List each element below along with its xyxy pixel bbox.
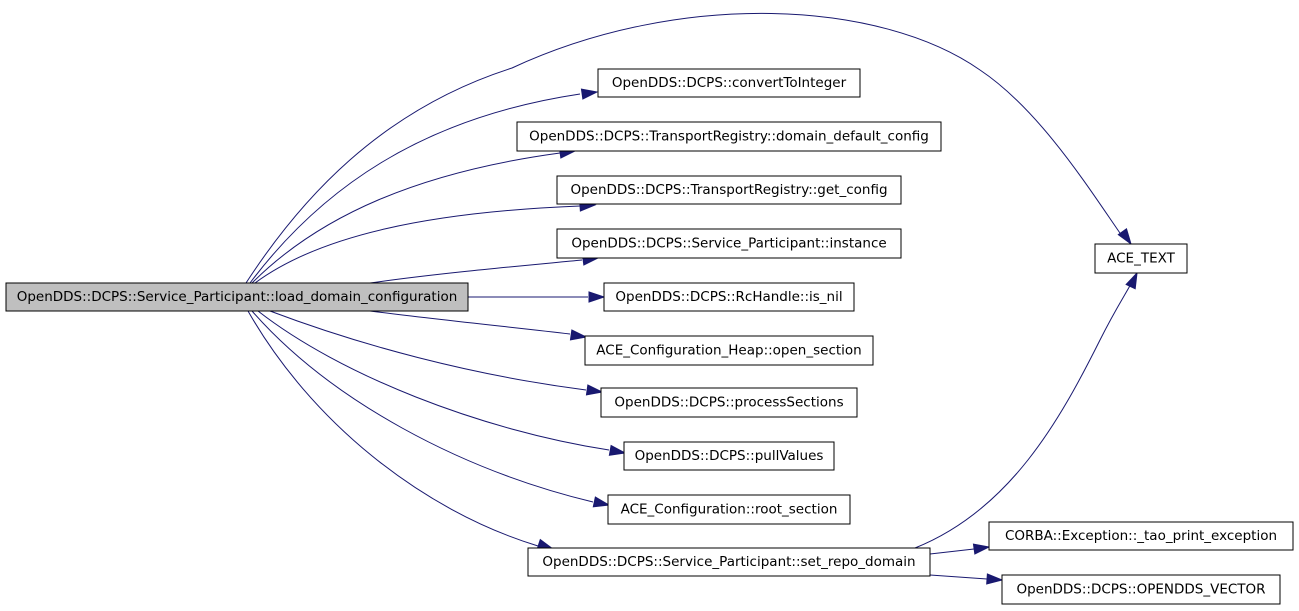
edge-line <box>914 281 1133 549</box>
edge-root-to-open_section <box>369 310 588 341</box>
edge-line <box>249 93 581 284</box>
edge-line <box>251 310 594 503</box>
node-label: OpenDDS::DCPS::TransportRegistry::get_co… <box>570 182 887 198</box>
node-label: OpenDDS::DCPS::convertToInteger <box>612 75 847 91</box>
edge-line <box>254 205 581 284</box>
arrowhead-icon <box>972 543 991 555</box>
edge-line <box>251 152 561 284</box>
edge-root-to-ace_text <box>245 12 1132 284</box>
node-label: ACE_TEXT <box>1107 251 1175 267</box>
arrowhead-icon <box>580 88 599 100</box>
edge-root-to-set_repo_domain <box>247 310 555 550</box>
node-label: ACE_Configuration_Heap::open_section <box>596 343 861 359</box>
node-ace-text[interactable]: ACE_TEXT <box>1094 243 1188 274</box>
edge-line <box>269 310 587 391</box>
node-domain-default-config[interactable]: OpenDDS::DCPS::TransportRegistry::domain… <box>516 121 942 152</box>
arrowhead-icon <box>588 291 606 303</box>
arrowhead-icon <box>608 444 627 456</box>
node-convert-to-integer[interactable]: OpenDDS::DCPS::convertToInteger <box>597 68 861 98</box>
node-label: ACE_Configuration::root_section <box>621 502 838 518</box>
node-label: OpenDDS::DCPS::Service_Participant::inst… <box>571 236 886 252</box>
node-process-sections[interactable]: OpenDDS::DCPS::processSections <box>600 387 858 418</box>
edge-set_repo_domain-to-tao_print_exception <box>929 543 991 555</box>
arrowhead-icon <box>585 384 604 396</box>
node-label: OpenDDS::DCPS::processSections <box>614 395 843 411</box>
edge-root-to-domain_default_config <box>251 147 577 284</box>
edge-root-to-pullValues <box>257 310 627 456</box>
edge-root-to-processSections <box>269 310 604 396</box>
edge-root-to-convertToInteger <box>249 88 599 284</box>
arrowhead-icon <box>592 496 611 508</box>
node-tao-print-exception[interactable]: CORBA::Exception::_tao_print_exception <box>988 521 1294 551</box>
edge-line <box>257 310 610 451</box>
node-set-repo-domain[interactable]: OpenDDS::DCPS::Service_Participant::set_… <box>527 547 931 577</box>
node-pull-values[interactable]: OpenDDS::DCPS::pullValues <box>623 441 835 471</box>
edge-set_repo_domain-to-ace_text <box>914 271 1138 549</box>
edge-line <box>369 310 571 335</box>
edge-line <box>929 574 988 580</box>
edge-root-to-get_config <box>254 200 597 284</box>
node-opendds-vector[interactable]: OpenDDS::DCPS::OPENDDS_VECTOR <box>1001 574 1281 605</box>
node-label: OpenDDS::DCPS::pullValues <box>635 448 824 464</box>
node-label: OpenDDS::DCPS::OPENDDS_VECTOR <box>1016 582 1265 598</box>
edge-root-to-root_section <box>251 310 611 508</box>
node-label: OpenDDS::DCPS::TransportRegistry::domain… <box>529 129 929 145</box>
edge-line <box>369 259 583 284</box>
node-is-nil[interactable]: OpenDDS::DCPS::RcHandle::is_nil <box>603 282 855 312</box>
node-get-config[interactable]: OpenDDS::DCPS::TransportRegistry::get_co… <box>556 175 902 205</box>
edge-line <box>929 548 975 555</box>
arrowhead-icon <box>986 573 1004 585</box>
arrowhead-icon <box>569 329 588 341</box>
node-label: OpenDDS::DCPS::Service_Participant::set_… <box>542 554 915 570</box>
node-open-section[interactable]: ACE_Configuration_Heap::open_section <box>584 335 874 366</box>
node-instance[interactable]: OpenDDS::DCPS::Service_Participant::inst… <box>556 228 902 259</box>
edge-root-to-is_nil <box>468 291 606 303</box>
node-root-section[interactable]: ACE_Configuration::root_section <box>607 494 851 525</box>
nodes-layer: OpenDDS::DCPS::Service_Participant::load… <box>5 68 1294 605</box>
edge-line <box>245 12 1123 284</box>
node-label: CORBA::Exception::_tao_print_exception <box>1005 528 1277 544</box>
node-label: OpenDDS::DCPS::RcHandle::is_nil <box>615 289 842 305</box>
node-label: OpenDDS::DCPS::Service_Participant::load… <box>17 289 458 305</box>
node-load-domain-configuration[interactable]: OpenDDS::DCPS::Service_Participant::load… <box>5 282 469 312</box>
edge-line <box>247 310 539 547</box>
edge-set_repo_domain-to-opendds_vector <box>929 573 1004 585</box>
arrowhead-icon <box>1117 228 1132 246</box>
arrowhead-icon <box>1125 271 1138 290</box>
